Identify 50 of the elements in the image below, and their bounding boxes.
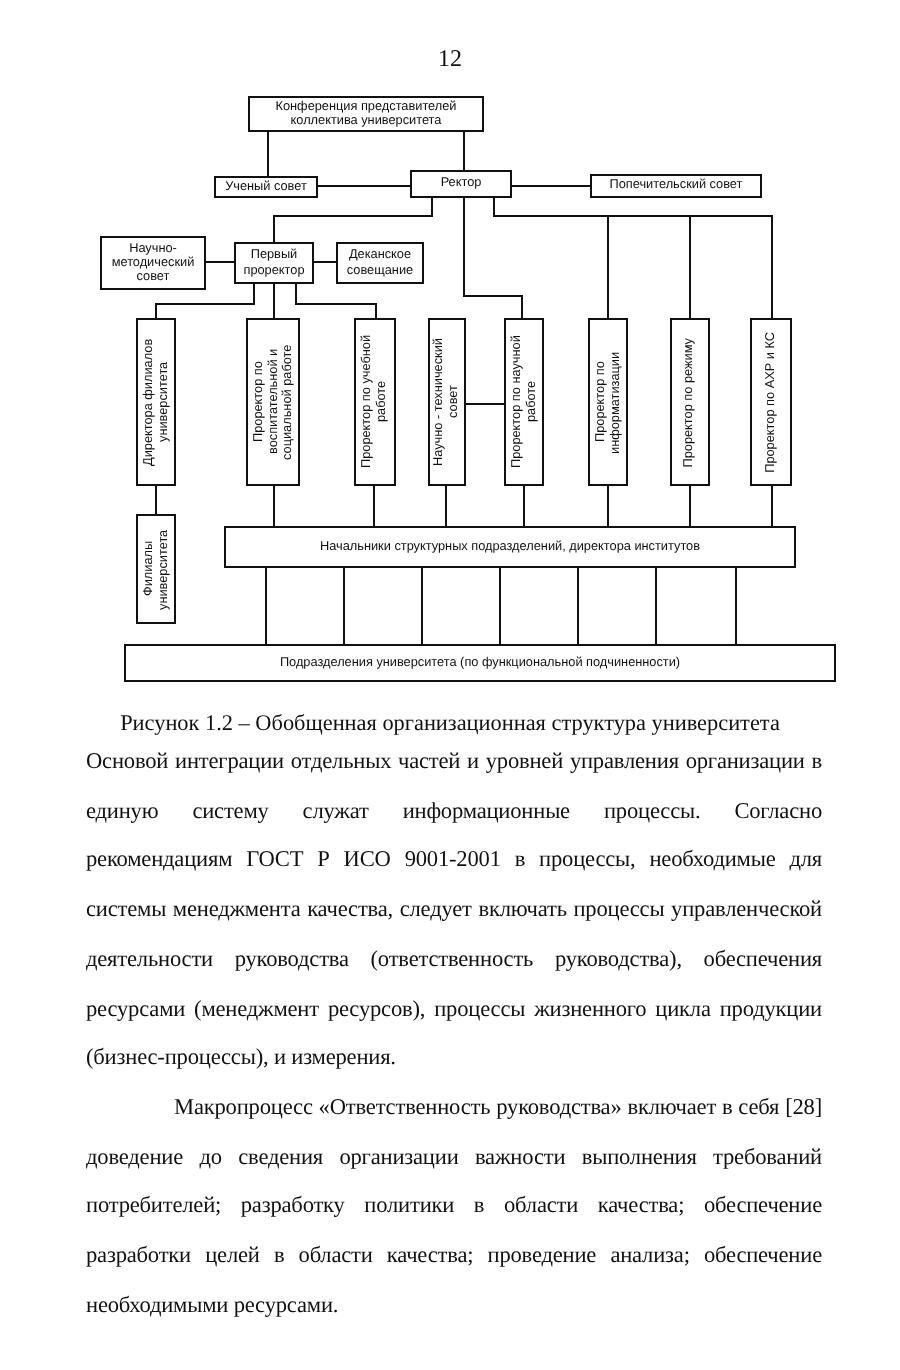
connector-line — [155, 485, 157, 515]
org-box — [100, 236, 206, 290]
connector-line — [273, 283, 275, 319]
connector-line — [771, 485, 773, 527]
connector-line — [689, 485, 691, 527]
org-box — [750, 318, 792, 486]
org-box — [124, 644, 836, 682]
org-box — [214, 176, 318, 198]
connector-line — [523, 485, 525, 527]
org-box — [410, 170, 512, 198]
connector-line — [317, 185, 411, 187]
connector-line — [607, 485, 609, 527]
page-number: 12 — [436, 44, 464, 74]
connector-line — [343, 567, 345, 645]
org-box — [246, 318, 300, 486]
figure-caption: Рисунок 1.2 – Обобщенная организационная структура университета — [118, 712, 782, 736]
connector-line — [655, 567, 657, 645]
connector-line — [155, 283, 255, 319]
connector-line — [273, 197, 433, 243]
connector-line — [499, 567, 501, 645]
connector-line — [265, 567, 267, 645]
connector-line — [373, 485, 375, 527]
org-box — [590, 174, 762, 198]
body-paragraph: Макропроцесс «Ответственность руководства» включает в себя [28] доведение до сведения организации важности выполнения требований потребителей; разработку политики в области качества; обеспечение разработки целей в области качества; проведение анализа; обеспечение необходимыми ресурсами. — [86, 1093, 822, 1322]
connector-line — [463, 131, 465, 171]
org-box — [670, 318, 710, 486]
connector-line — [205, 261, 235, 263]
org-box — [136, 514, 176, 624]
org-box — [136, 318, 176, 486]
body-paragraph: Основой интеграции отдельных частей и уровней управления организации в единую систему служат информационные процессы. Согласно рекомендациям ГОСТ Р ИСО 9001-2001 в процессы, необходимые для системы менеджмента качества, следует включать процессы управленческой деятельности руководства (ответственность руководства), обеспечения ресурсами (менеджмент ресурсов), процессы жизненного цикла продукции (бизнес-процессы), и измерения. — [86, 748, 822, 1075]
connector-line — [463, 197, 523, 319]
org-box — [336, 242, 424, 284]
connector-line — [313, 261, 337, 263]
org-box — [504, 318, 544, 486]
connector-line — [735, 567, 737, 645]
org-box — [428, 318, 466, 486]
connector-line — [421, 567, 423, 645]
connector-line — [295, 283, 377, 319]
org-box — [224, 526, 796, 568]
connector-line — [273, 485, 275, 527]
connector-line — [445, 485, 447, 527]
org-box — [588, 318, 628, 486]
connector-line — [465, 403, 505, 405]
org-box — [354, 318, 396, 486]
connector-line — [511, 185, 591, 187]
org-box — [248, 96, 484, 132]
org-box — [234, 242, 314, 284]
connector-line — [577, 567, 579, 645]
connector-line — [493, 197, 773, 319]
connector-line — [267, 131, 269, 177]
